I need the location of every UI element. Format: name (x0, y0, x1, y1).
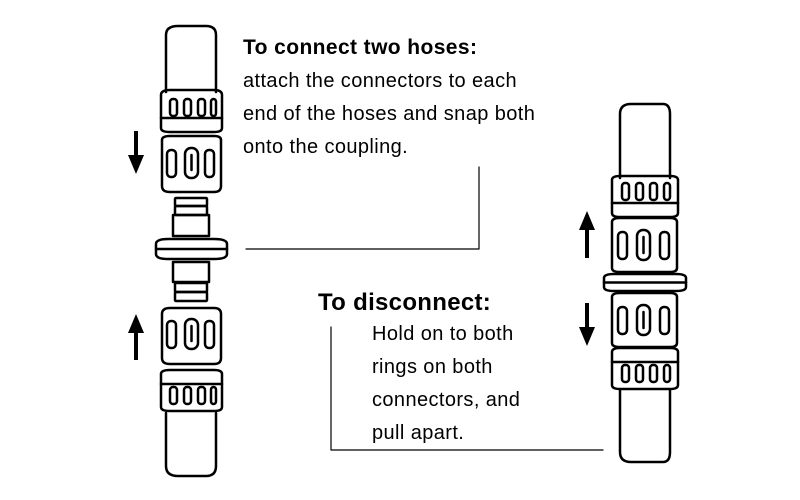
left-bottom-sleeve (160, 306, 223, 366)
left-hose-assembly (128, 24, 229, 478)
right-bottom-sleeve (610, 291, 679, 349)
disconnect-heading: To disconnect: (318, 289, 492, 316)
arrow-up-icon (579, 211, 595, 258)
connect-line: onto the coupling. (243, 136, 409, 158)
disconnect-line: Hold on to both (372, 323, 514, 345)
disconnect-instructions: Hold on to both rings on both connectors… (372, 318, 520, 450)
coupling (154, 196, 229, 303)
disconnect-line: rings on both (372, 356, 493, 378)
left-bottom-hose (164, 411, 218, 478)
left-top-hose (164, 24, 218, 94)
right-top-hose (618, 102, 672, 180)
right-hose-assembly (579, 102, 688, 464)
left-top-nut (159, 88, 224, 134)
disconnect-line: connectors, and (372, 389, 521, 411)
arrow-down-icon (128, 131, 144, 174)
connect-heading: To connect two hoses: (243, 36, 478, 59)
left-top-sleeve (160, 134, 223, 194)
callout-lines (245, 166, 604, 451)
right-coupling-flange (602, 272, 688, 293)
connect-instructions: attach the connectors to each end of the… (243, 65, 535, 164)
connect-line: end of the hoses and snap both (243, 103, 536, 125)
connect-callout-line (245, 166, 480, 250)
right-top-nut (610, 174, 680, 219)
left-bottom-nut (159, 368, 224, 413)
right-bottom-nut (610, 346, 680, 391)
right-bottom-hose (618, 388, 672, 464)
right-top-sleeve (610, 216, 679, 274)
disconnect-line: pull apart. (372, 422, 465, 444)
connect-line: attach the connectors to each (243, 70, 517, 92)
arrow-down-icon (579, 303, 595, 346)
disconnect-callout-line (330, 326, 604, 451)
arrow-up-icon (128, 314, 144, 360)
